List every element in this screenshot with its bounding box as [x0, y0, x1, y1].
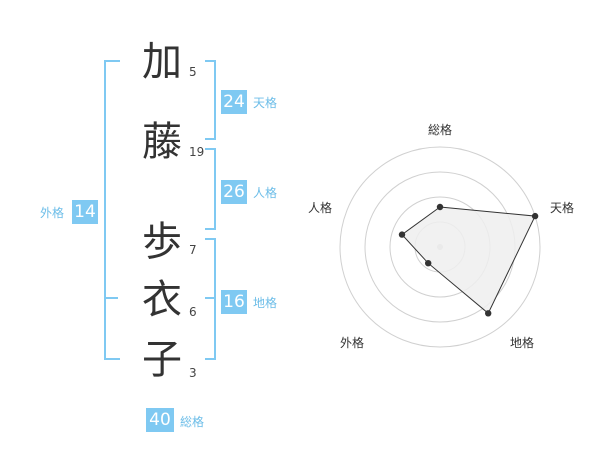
soukaku-label: 総格 — [180, 415, 205, 429]
stroke-count-2: 19 — [189, 145, 205, 159]
chikaku-bracket — [205, 238, 216, 360]
jinkaku-bracket — [205, 148, 216, 230]
chikaku-bracket-tick — [205, 297, 216, 299]
stroke-count-1: 5 — [189, 65, 197, 79]
radar-ring-4 — [339, 146, 541, 348]
jinkaku-value: 26 — [221, 180, 247, 204]
name-char-2: 藤 — [142, 119, 182, 165]
tenkaku-bracket — [205, 60, 216, 140]
radar-point-3 — [485, 310, 492, 317]
stroke-count-4: 6 — [189, 305, 197, 319]
radar-point-4 — [425, 260, 432, 267]
soukaku-value: 40 — [146, 408, 174, 432]
chikaku-label: 地格 — [253, 296, 278, 310]
radar-axis-label-jinkaku: 人格 — [308, 201, 333, 215]
radar-point-1 — [436, 203, 444, 211]
stroke-count-3: 7 — [189, 243, 197, 257]
gaikaku-label: 外格 — [40, 206, 65, 220]
stroke-count-5: 3 — [189, 366, 197, 380]
gaikaku-bracket — [104, 60, 120, 360]
radar-axis-label-chikaku: 地格 — [510, 336, 535, 350]
gaikaku-value: 14 — [72, 200, 98, 224]
tenkaku-value: 24 — [221, 90, 247, 114]
radar-point-5 — [398, 231, 406, 238]
name-char-5: 子 — [142, 337, 182, 383]
name-char-4: 衣 — [142, 277, 182, 323]
name-char-3: 歩 — [142, 219, 182, 265]
gaikaku-bracket-tick — [104, 297, 118, 299]
chikaku-value: 16 — [221, 290, 247, 314]
radar-series-polygon — [401, 206, 536, 315]
tenkaku-label: 天格 — [253, 96, 278, 110]
radar-axis-label-soukaku: 総格 — [428, 123, 453, 137]
radar-axis-label-gaikaku: 外格 — [340, 336, 365, 350]
radar-axis-label-tenkaku: 天格 — [550, 201, 575, 215]
name-char-1: 加 — [142, 39, 182, 85]
jinkaku-label: 人格 — [253, 186, 278, 200]
radar-point-2 — [531, 212, 539, 220]
